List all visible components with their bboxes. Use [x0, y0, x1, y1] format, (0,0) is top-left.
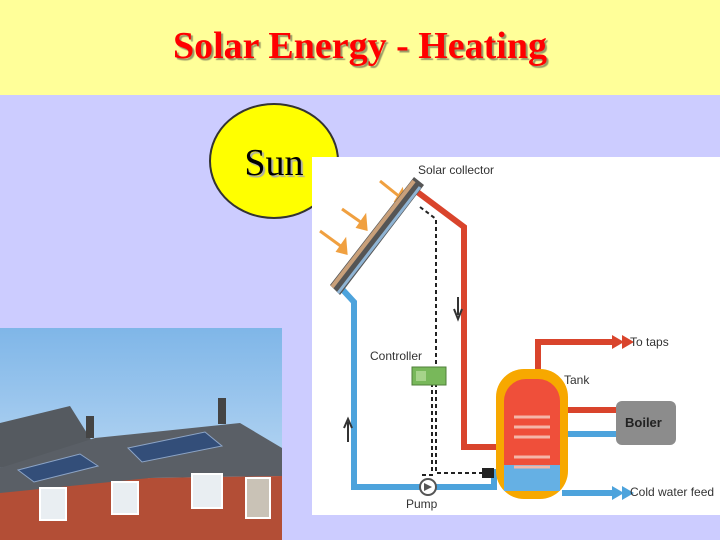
boiler-label: Boiler — [625, 415, 662, 430]
sun-label: Sun — [244, 142, 304, 184]
pump-label: Pump — [406, 497, 438, 511]
up-flow-arrow-icon — [343, 416, 353, 442]
solar-collector-label: Solar collector — [418, 163, 495, 177]
controller-pump-wire — [422, 383, 433, 476]
cold-return-pipe — [339, 286, 420, 490]
boiler-box — [616, 401, 676, 445]
controller-label: Controller — [370, 349, 423, 363]
to-taps-label: To taps — [630, 335, 669, 349]
title-bar: Solar Energy - Heating — [0, 0, 720, 95]
slide-title: Solar Energy - Heating — [172, 25, 547, 67]
house-photo — [0, 328, 282, 540]
controller-tank-wire — [435, 383, 484, 474]
down-flow-arrow-icon — [453, 297, 463, 322]
solar-heating-diagram: Solar collector Controller To taps Tank … — [312, 157, 720, 515]
cold-water-feed-label: Cold water feed — [630, 485, 715, 499]
taps-arrow-icon — [612, 335, 634, 349]
cold-feed-arrow-icon — [612, 486, 634, 500]
tank-sensor — [482, 468, 494, 478]
tank — [496, 369, 568, 499]
taps-pipe — [535, 339, 612, 379]
tank-label: Tank — [564, 373, 590, 387]
controller-wire — [419, 206, 437, 367]
solar-collector-panel — [330, 177, 424, 295]
sun-rays — [319, 179, 406, 255]
hot-pipe — [414, 188, 512, 450]
